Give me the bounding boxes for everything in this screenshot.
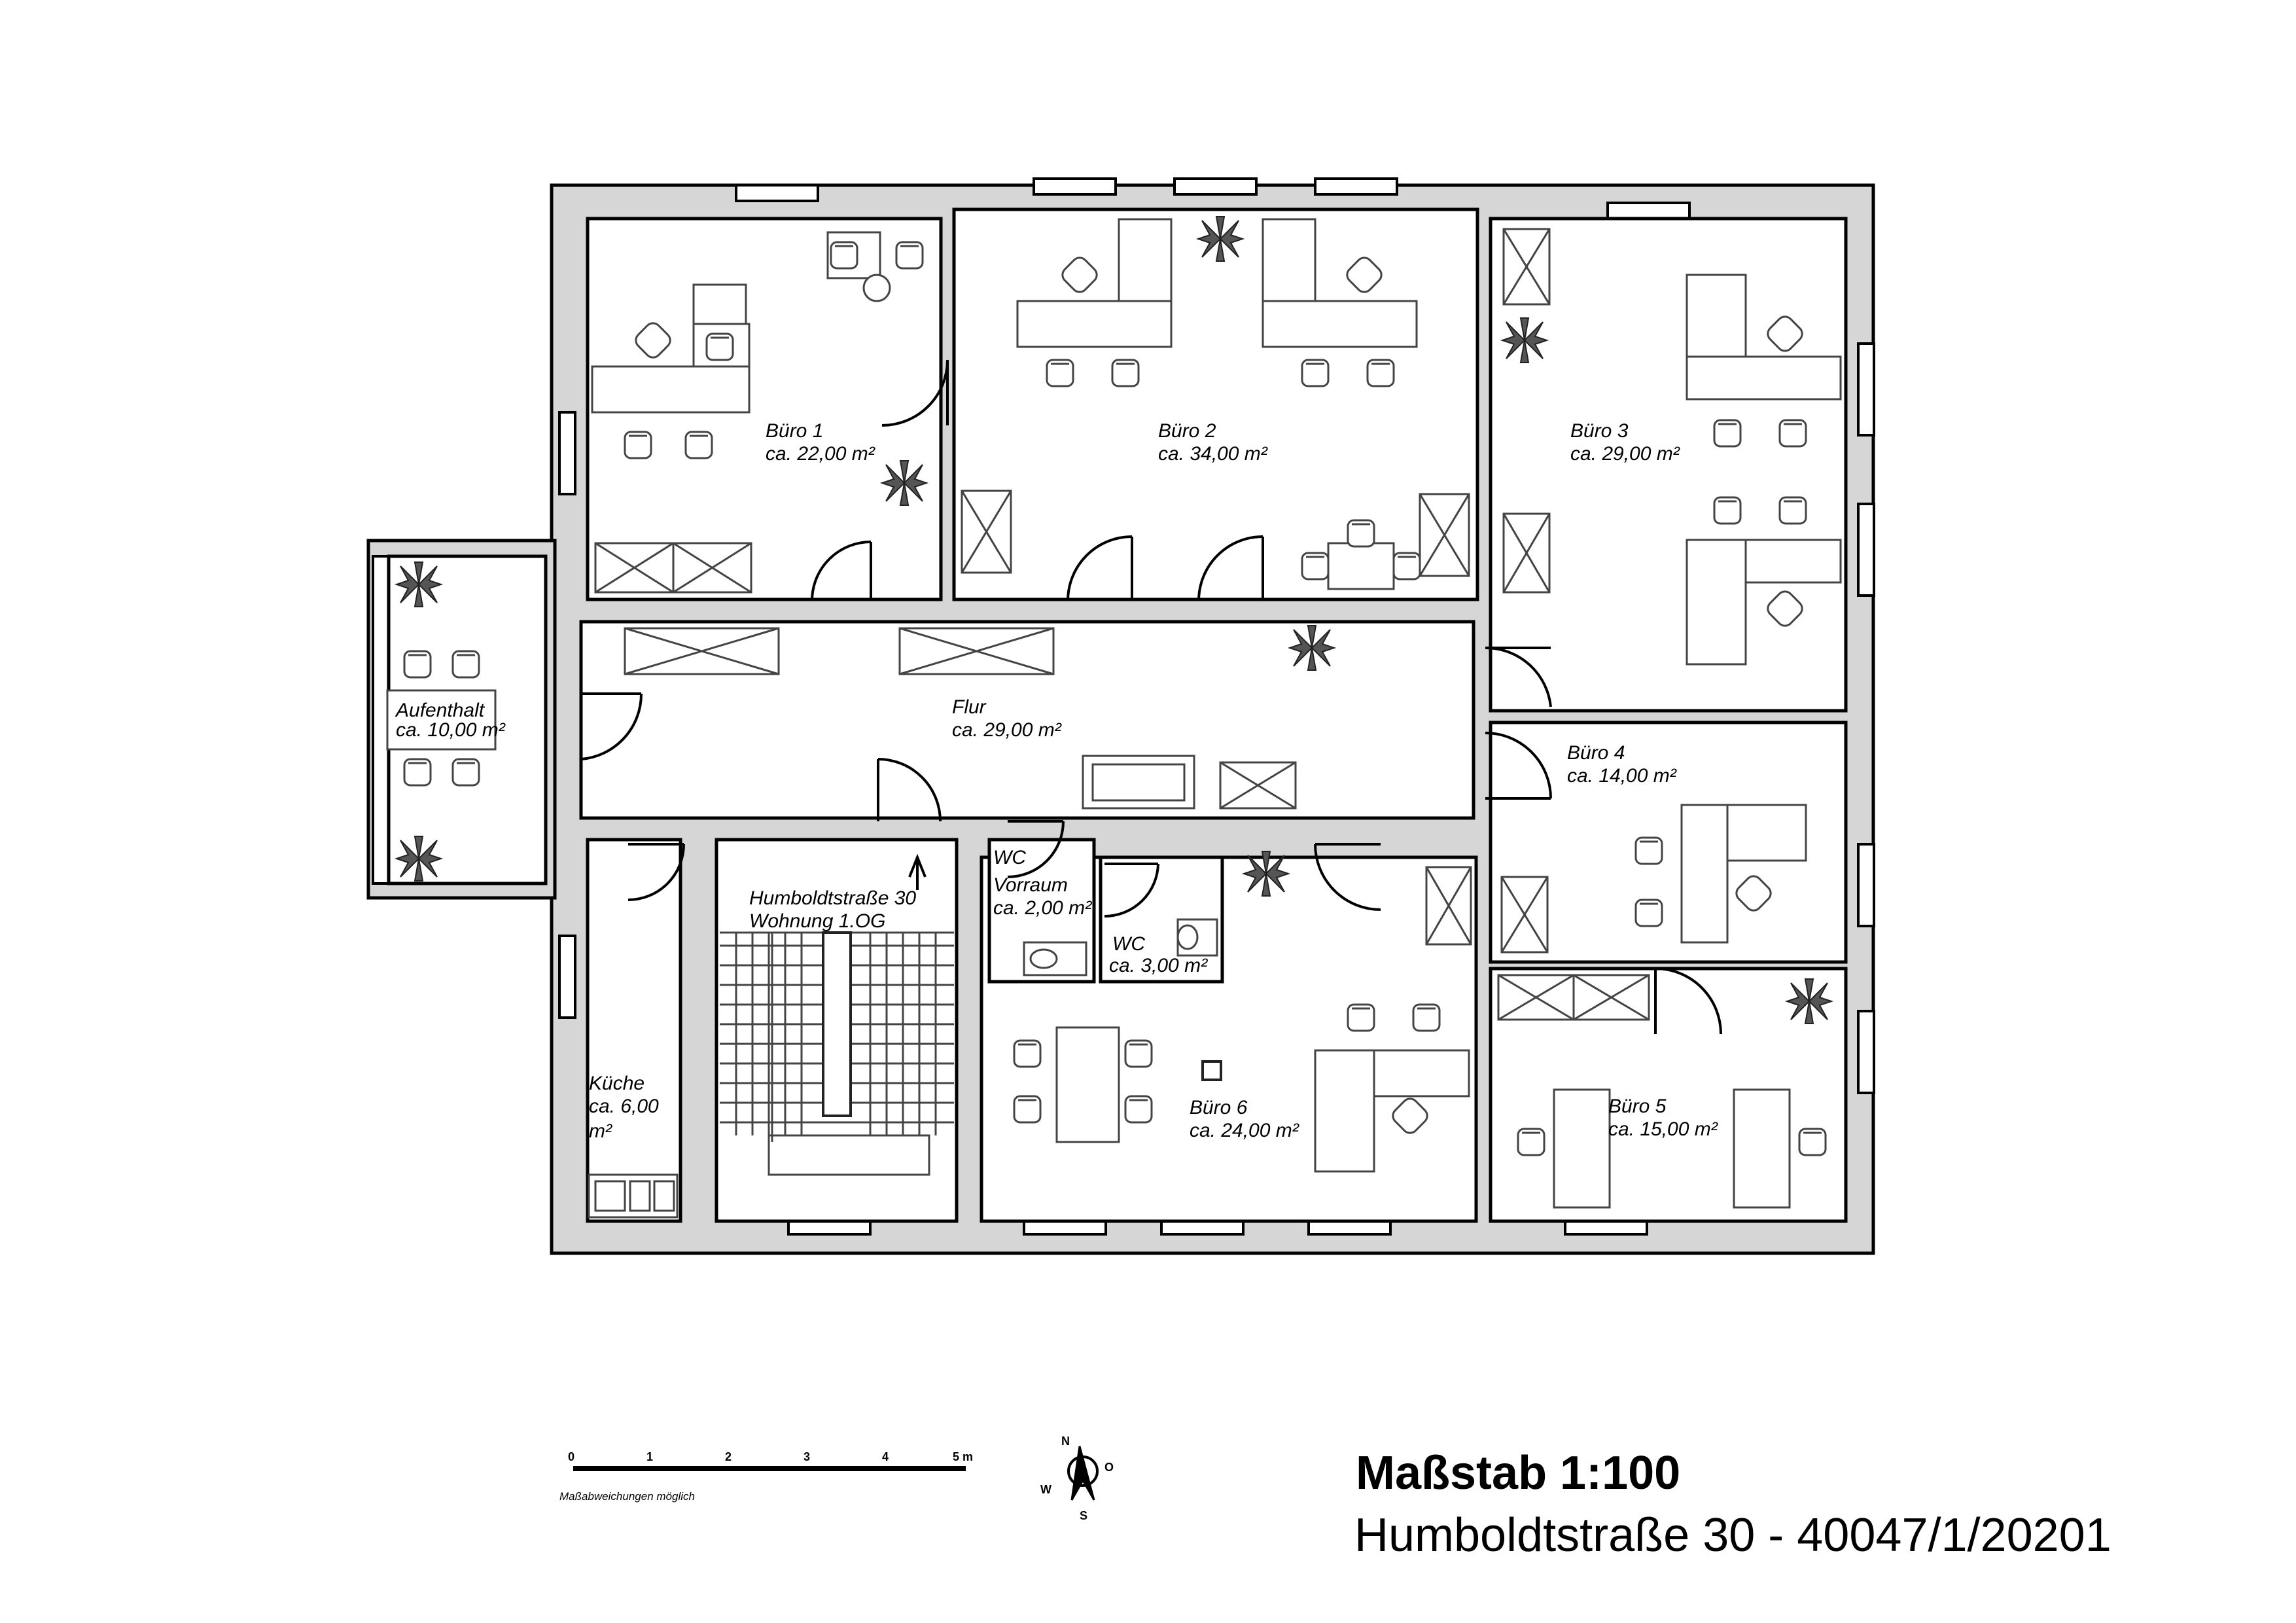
compass-s: S [1080,1509,1087,1522]
label-aufenthalt-area: ca. 10,00 m² [396,719,506,741]
furniture-buero-4 [1500,804,1807,954]
scale-tick-2: 2 [725,1450,732,1463]
label-stair-line1: Humboldtstraße 30 [749,887,916,909]
label-buero-1-name: Büro 1 [766,420,823,442]
furniture-aufenthalt [386,562,497,882]
label-buero-3-area: ca. 29,00 m² [1570,443,1680,465]
furniture-buero-1 [591,231,927,594]
stair-arrow-icon [908,853,927,890]
label-kueche-area-1: ca. 6,00 [589,1096,659,1117]
label-buero-2-name: Büro 2 [1158,420,1216,442]
furniture-kueche [588,1173,679,1219]
furniture-buero-5 [1497,974,1832,1209]
doors [580,359,1722,1035]
label-buero-1-area: ca. 22,00 m² [766,443,875,465]
label-stair-line2: Wohnung 1.OG [749,910,885,932]
label-buero-3-name: Büro 3 [1570,420,1629,442]
label-buero-4-area: ca. 14,00 m² [1567,765,1677,787]
scale-note: Maßabweichungen möglich [559,1490,695,1503]
label-buero-4-name: Büro 4 [1567,742,1625,764]
title-address: Humboldtstraße 30 - 40047/1/20201 [1354,1509,2111,1561]
compass-n: N [1061,1435,1070,1448]
furniture-buero-6 [1013,851,1472,1173]
label-wc-vorraum-name-1: WC [993,847,1026,868]
furniture-flur [624,625,1335,810]
compass-icon: N O W S [1040,1435,1114,1522]
label-kueche-name: Küche [589,1073,645,1094]
room-labels: Büro 1 ca. 22,00 m² Büro 2 ca. 34,00 m² … [395,420,1718,1142]
scale-bar: 0 1 2 3 4 5 m Maßabweichungen möglich [559,1450,973,1503]
scale-tick-0: 0 [568,1450,574,1463]
furniture-buero-3 [1502,228,1842,666]
room-kueche [586,838,682,1223]
label-buero-2-area: ca. 34,00 m² [1158,443,1268,465]
label-wc-area: ca. 3,00 m² [1109,955,1208,976]
label-buero-5-area: ca. 15,00 m² [1608,1118,1718,1140]
furniture-buero-2 [961,216,1470,590]
compass-o: O [1104,1461,1114,1474]
label-wc-name: WC [1112,933,1145,955]
scale-tick-5: 5 m [953,1450,973,1463]
room-buero-2 [952,207,1479,601]
label-buero-6-area: ca. 24,00 m² [1190,1120,1299,1141]
label-buero-5-name: Büro 5 [1608,1096,1667,1117]
label-wc-vorraum-name-2: Vorraum [993,874,1068,896]
scale-tick-4: 4 [882,1450,889,1463]
label-flur-area: ca. 29,00 m² [952,719,1062,741]
scale-tick-3: 3 [804,1450,810,1463]
label-wc-vorraum-area: ca. 2,00 m² [993,897,1092,919]
title-scale: Maßstab 1:100 [1356,1447,1680,1499]
scale-tick-1: 1 [646,1450,653,1463]
compass-w: W [1040,1483,1051,1496]
label-aufenthalt-name: Aufenthalt [395,700,486,721]
label-flur-name: Flur [952,696,987,718]
staircase [720,853,954,1176]
label-buero-6-name: Büro 6 [1190,1097,1248,1118]
fixtures-wc [1023,918,1218,976]
label-kueche-area-2: m² [589,1120,612,1142]
